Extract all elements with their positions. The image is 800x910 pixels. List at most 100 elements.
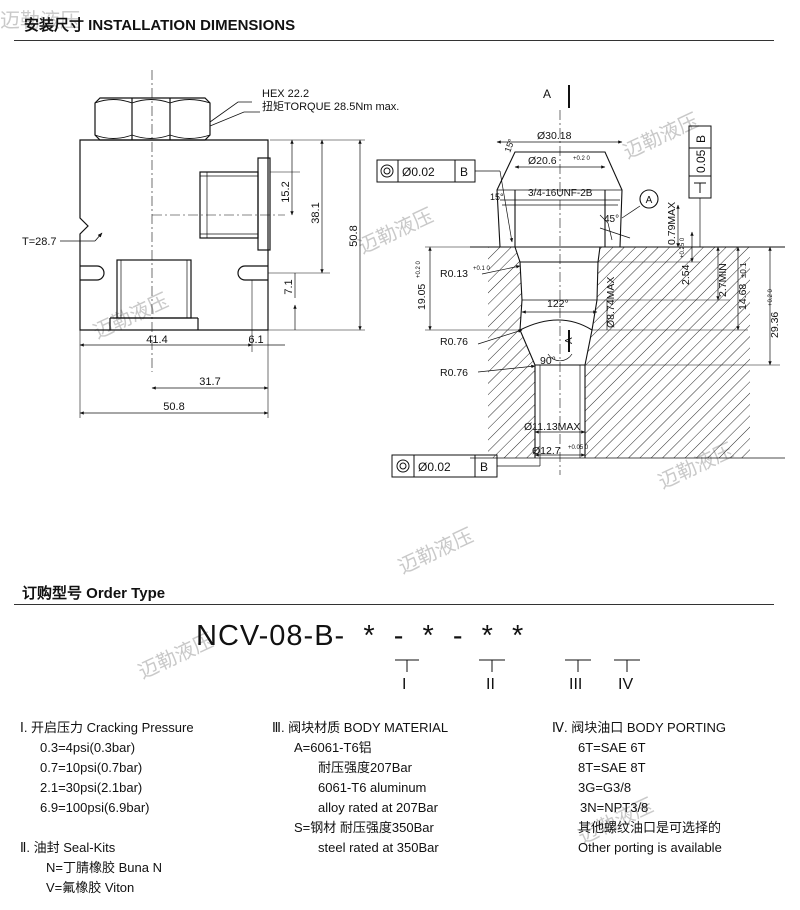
right-view-labels: A A Ø30.18 15° Ø20.6 +0.2 0 3/4-16UNF-2B…	[402, 87, 781, 474]
perp-value: 0.05	[694, 149, 708, 173]
section-a-top: A	[543, 87, 551, 101]
concentric-bottom-ref: B	[480, 460, 488, 474]
left-view-labels: HEX 22.2 扭矩TORQUE 28.5Nm max. T=28.7 15.…	[22, 88, 399, 413]
dim-29-36: 29.36	[769, 312, 781, 338]
hex-nut	[94, 97, 211, 141]
left-view	[60, 70, 365, 418]
options-col-3: Ⅳ. 阀块油口 BODY PORTING 6T=SAE 6T 8T=SAE 8T…	[552, 718, 726, 858]
r-0-13: R0.13	[440, 268, 468, 280]
right-view	[425, 85, 785, 475]
col3-heading: Ⅳ. 阀块油口 BODY PORTING	[552, 720, 727, 735]
col3-item: 其他螺纹油口是可选择的	[578, 820, 722, 835]
concentricity-bottom-frame	[391, 454, 498, 478]
dim-2-7: 2.7MIN	[717, 263, 729, 297]
col2-item: S=钢材 耐压强度350Bar	[294, 820, 434, 835]
options-col-2: Ⅲ. 阀块材质 BODY MATERIAL A=6061-T6铝 耐压强度207…	[272, 718, 448, 858]
dia-12-7: Ø12.7	[532, 445, 561, 457]
installation-title: 安装尺寸 INSTALLATION DIMENSIONS	[24, 17, 296, 34]
dim-14-68: 14.68	[737, 284, 749, 310]
dim-2-54: 2.54	[680, 264, 692, 285]
col1-spacer	[20, 818, 194, 838]
order-roman-3: III	[569, 676, 583, 693]
dia-30-18: Ø30.18	[537, 130, 572, 142]
order-roman-4: IV	[618, 676, 634, 693]
col3-item: 8T=SAE 8T	[578, 760, 646, 775]
tol-14-68: ±0.1	[739, 262, 748, 278]
concentric-bottom-value: Ø0.02	[418, 460, 451, 474]
r-0-76-b: R0.76	[440, 367, 468, 379]
col3-item: 3N=NPT3/8	[580, 800, 649, 815]
dim-15-2: 15.2	[280, 181, 292, 202]
dia-8-74: Ø8.74MAX	[605, 277, 617, 328]
dim-50-8-h: 50.8	[163, 401, 184, 413]
angle-15-top: 15°	[502, 137, 516, 154]
dim-38-1: 38.1	[310, 202, 322, 223]
col1-item: V=氟橡胶 Viton	[46, 880, 135, 895]
installation-rule	[14, 40, 774, 41]
col2-item: alloy rated at 207Bar	[318, 800, 438, 815]
dim-6-1: 6.1	[248, 334, 263, 346]
concentric-top-value: Ø0.02	[402, 165, 435, 179]
hex-label: HEX 22.2	[262, 88, 309, 100]
col1-item: 6.9=100psi(6.9bar)	[40, 800, 150, 815]
dia-20-6: Ø20.6	[528, 155, 557, 167]
angle-15: 15°	[490, 192, 504, 202]
torque-label: 扭矩TORQUE 28.5Nm max.	[262, 99, 399, 113]
thread-label: 3/4-16UNF-2B	[528, 188, 593, 199]
dim-0-79: 0.79MAX	[666, 202, 678, 245]
tol-2-54: +0.25 0	[680, 237, 686, 258]
valve-body	[79, 139, 269, 331]
bottom-port	[116, 259, 192, 319]
perpendicularity-frame	[688, 125, 712, 199]
order-roman-2: II	[486, 676, 495, 693]
drill-point	[519, 319, 593, 331]
thickness-label: T=28.7	[22, 236, 57, 248]
datum-a-label: A	[646, 195, 653, 206]
tol-20-6: +0.2 0	[573, 156, 591, 162]
col1-item: N=丁腈橡胶 Buna N	[46, 860, 162, 875]
angle-90: 90°	[540, 355, 556, 367]
col3-item: Other porting is available	[578, 840, 722, 855]
r-0-76-a: R0.76	[440, 336, 468, 348]
tol-19-05: +0.2 0	[416, 260, 422, 278]
order-title: 订购型号 Order Type	[22, 585, 166, 602]
col2-heading: Ⅲ. 阀块材质 BODY MATERIAL	[272, 720, 449, 735]
col3-item: 6T=SAE 6T	[578, 740, 646, 755]
angle-45: 45°	[604, 214, 619, 225]
dim-50-8-v: 50.8	[348, 225, 360, 246]
col2-item: 耐压强度207Bar	[318, 760, 412, 775]
perp-ref: B	[694, 135, 708, 143]
order-code: NCV-08-B- * - * - * *	[196, 620, 525, 652]
options-col-1: Ⅰ. 开启压力 Cracking Pressure 0.3=4psi(0.3ba…	[20, 718, 194, 898]
tol-29-36: +0.2 0	[768, 288, 774, 306]
dim-19-05: 19.05	[416, 284, 428, 310]
tol-12-7: +0.05 0	[568, 445, 589, 451]
spot-face	[496, 151, 623, 248]
concentricity-top-frame	[376, 159, 476, 183]
order-rule	[14, 604, 774, 605]
block-section-left	[488, 247, 535, 458]
col1-item: 2.1=30psi(2.1bar)	[40, 780, 143, 795]
order-roman-1: I	[402, 676, 407, 693]
col2-item: 6061-T6 aluminum	[318, 780, 427, 795]
dim-7-1: 7.1	[283, 279, 295, 294]
dim-31-7: 31.7	[199, 376, 220, 388]
col3-item: 3G=G3/8	[578, 780, 632, 795]
col1-item: 0.7=10psi(0.7bar)	[40, 760, 143, 775]
angle-122: 122°	[547, 298, 569, 310]
order-code-ticks	[395, 659, 640, 672]
watermark: 迈勒液压	[0, 8, 80, 32]
col1-heading: Ⅰ. 开启压力 Cracking Pressure	[20, 720, 194, 735]
section-a-bottom: A	[564, 337, 575, 344]
concentric-top-ref: B	[460, 165, 468, 179]
side-port	[199, 171, 259, 239]
mounting-slot	[237, 265, 268, 281]
col2-item: A=6061-T6铝	[294, 740, 372, 755]
dia-11-13: Ø11.13MAX	[524, 421, 580, 433]
mounting-slot	[80, 265, 105, 281]
col1-item: 0.3=4psi(0.3bar)	[40, 740, 136, 755]
tol-r-0-13: +0.1 0	[473, 266, 491, 272]
datum-a-marker	[639, 189, 659, 209]
dim-41-4: 41.4	[146, 334, 167, 346]
